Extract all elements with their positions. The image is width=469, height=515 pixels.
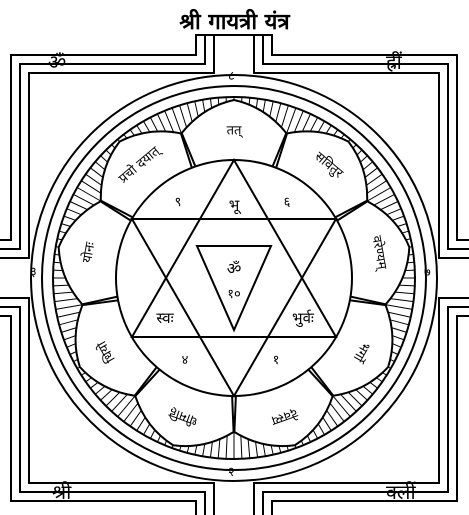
ray-line (76, 187, 105, 204)
lotus-petal (74, 298, 162, 397)
center-om-symbol: ॐ (227, 259, 242, 278)
bhupura-line-2 (0, 34, 469, 515)
ray-line (381, 303, 413, 310)
hex-left-label: स्वः (156, 309, 174, 327)
ray-line (55, 303, 87, 310)
petal-label-1: तत् (227, 124, 244, 139)
hex-number-top-left: ९ (175, 195, 182, 210)
corner-bottom-right-bija: क्लीं (386, 480, 416, 504)
outer-circle-3 (52, 96, 416, 460)
hexagram (130, 157, 338, 399)
bhupura-line-3 (0, 34, 469, 515)
gate-number-bottom: २ (228, 465, 235, 480)
hex-top-label: भू (229, 196, 242, 215)
lotus-petals (57, 98, 411, 448)
petal-label-8: योनः (79, 240, 98, 264)
ray-line (284, 107, 297, 138)
ray-line (171, 107, 184, 138)
ray-line (363, 187, 392, 204)
petal-label-3: वरेण्यम् (368, 234, 390, 272)
page-title: श्री गायत्री यंत्र (179, 10, 290, 35)
corner-top-left-om: ॐ (48, 50, 67, 74)
lotus-petal (273, 130, 369, 222)
center-number: १० (227, 287, 241, 302)
concentric-circles (30, 74, 438, 482)
corner-top-right-bija: ह्रीं (386, 50, 402, 74)
hex-number-bottom-right: १ (273, 353, 280, 368)
hex-number-bottom-left: ४ (182, 353, 189, 368)
outer-circle-1 (30, 74, 438, 482)
hex-number-top-right: ६ (284, 195, 291, 210)
center-triangle (195, 245, 273, 333)
lotus-petal (99, 130, 195, 222)
ray-line (330, 392, 351, 418)
gate-number-left: ३ (30, 265, 37, 280)
lotus-petal (306, 298, 394, 397)
lotus-petal (180, 98, 288, 174)
gate-number-top: ८ (228, 69, 235, 84)
upward-triangle (130, 157, 338, 338)
bhupura-square-gates (0, 34, 469, 515)
ray-line (117, 392, 138, 418)
bhupura-line-1 (0, 34, 469, 515)
corner-bottom-left-bija: श्री (52, 480, 72, 504)
hex-right-label: भुर्वः (292, 309, 315, 328)
downward-triangle (130, 218, 338, 399)
outer-circle-2 (41, 85, 427, 471)
gate-number-right: ७ (424, 265, 431, 280)
